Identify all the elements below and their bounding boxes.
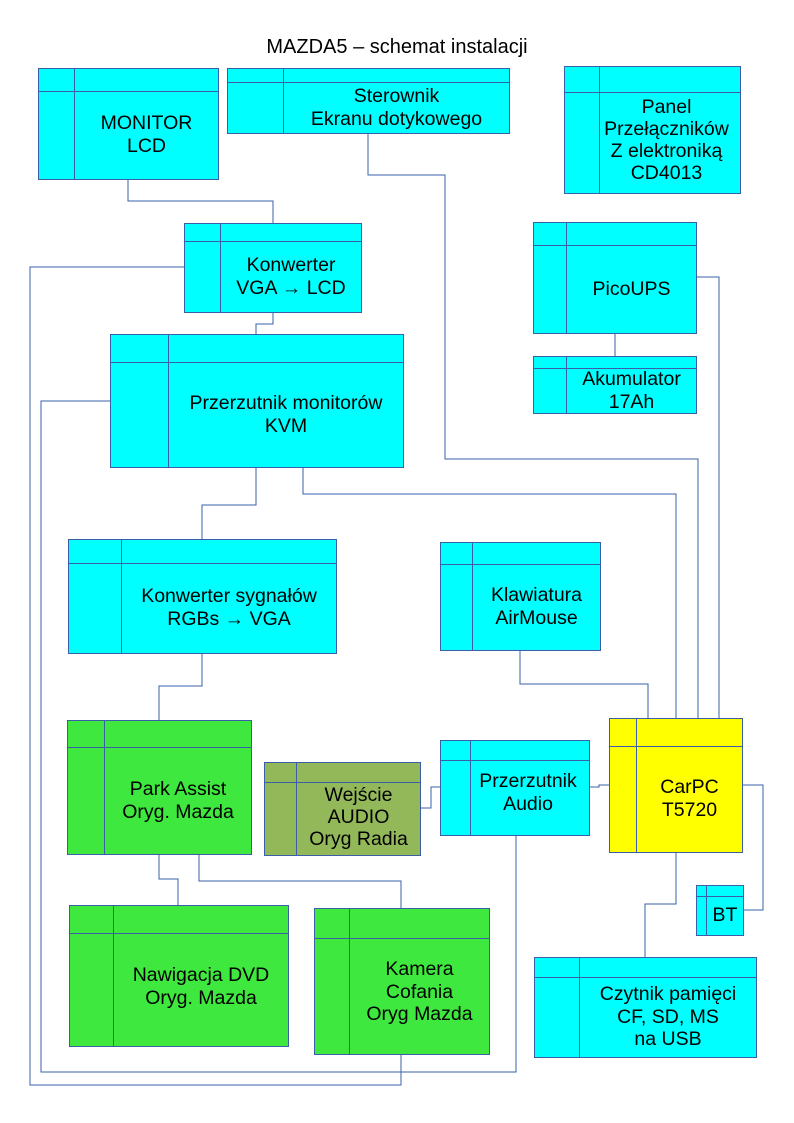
node-label-line: Wejście: [324, 784, 393, 807]
wire-rgbs-to-parkassist: [158, 653, 203, 720]
node-label-line: PicoUPS: [592, 277, 671, 300]
node-label-line: VGA → LCD: [236, 276, 346, 299]
node-label-line: Akumulator: [582, 368, 681, 391]
node-label-line: AUDIO: [327, 806, 390, 829]
node-label: BT: [707, 896, 743, 935]
wire-parkassist-to-kamera: [198, 854, 402, 908]
node-label-line: BT: [712, 904, 738, 927]
wire-monitor-to-konwerter: [127, 179, 274, 223]
node-label-line: Park Assist: [129, 777, 227, 800]
node-label-line: Ekranu dotykowego: [310, 107, 483, 130]
node-label-line: KVM: [264, 414, 308, 437]
wire-klawiatura-to-carpc: [519, 650, 649, 718]
node-label-line: Przerzutnik: [479, 770, 577, 793]
node-label: PicoUPS: [567, 245, 696, 333]
node-label-line: LCD: [126, 135, 166, 157]
node-label-line: AirMouse: [495, 607, 578, 629]
node-label-line: Nawigacja DVD: [132, 963, 270, 986]
node-label-line: CD4013: [630, 161, 703, 184]
node-bt: BT: [696, 885, 744, 936]
wire-parkassist-to-nawigacja: [158, 854, 179, 905]
node-label-line: Przerzutnik monitorów: [189, 391, 383, 414]
node-label-line: Klawiatura: [490, 584, 583, 607]
node-label-line: 17Ah: [608, 391, 655, 413]
node-label-line: Czytnik pamięci: [599, 982, 737, 1005]
node-label-line: Audio: [503, 793, 553, 815]
node-label-line: Oryg. Mazda: [145, 986, 257, 1009]
node-label-line: MONITOR: [100, 112, 193, 135]
node-picoups: PicoUPS: [533, 222, 697, 334]
wire-konwerter-to-kvm: [255, 312, 274, 334]
wire-wejscie-to-audio: [420, 786, 440, 809]
node-label-line: T5720: [661, 799, 718, 821]
node-label-line: Kamera: [385, 957, 454, 980]
node-label-line: Oryg Mazda: [366, 1003, 473, 1026]
node-label-line: Konwerter: [246, 253, 336, 276]
node-label-line: na USB: [634, 1028, 702, 1051]
node-label-line: Z elektroniką: [610, 140, 723, 162]
node-label-line: RGBs → VGA: [167, 608, 291, 630]
node-label-line: CarPC: [660, 776, 719, 799]
wire-carpc-to-bt: [742, 784, 764, 911]
node-label-line: CF, SD, MS: [617, 1005, 719, 1028]
wire-carpc-to-czytnik: [644, 852, 677, 957]
node-label-line: Przełączników: [604, 118, 729, 141]
diagram-title: MAZDA5 – schemat instalacji: [266, 36, 528, 58]
node-label-line: Oryg. Mazda: [122, 800, 234, 823]
node-label-line: Cofania: [385, 980, 454, 1003]
wire-kvm-to-rgbs: [201, 467, 257, 539]
wire-picoups-to-carpc: [696, 276, 720, 718]
node-label-line: Sterownik: [353, 84, 440, 107]
node-label-line: Konwerter sygnałów: [141, 585, 317, 608]
node-label-line: Panel: [641, 96, 692, 119]
node-label-line: Oryg Radia: [309, 827, 408, 850]
